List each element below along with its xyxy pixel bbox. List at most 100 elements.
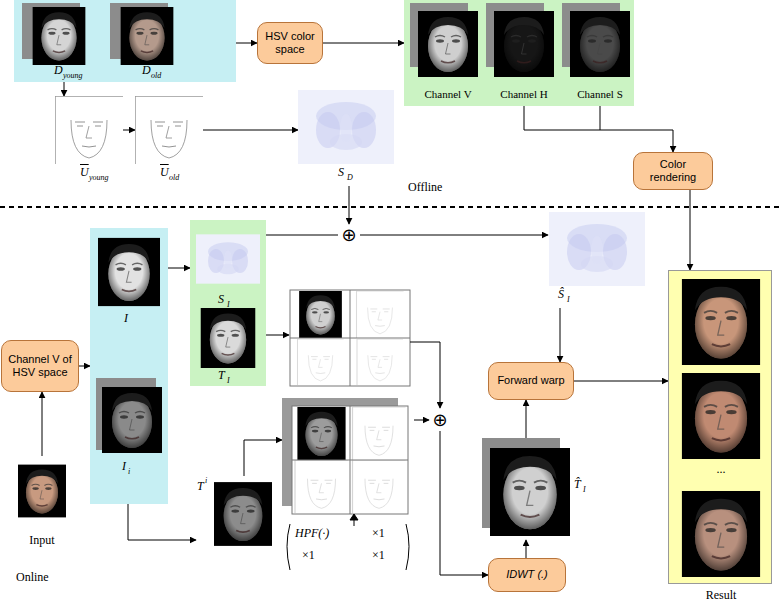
wavelet-grid	[290, 290, 410, 386]
face-image	[18, 465, 66, 518]
flow-arrow	[600, 106, 673, 152]
subscript-label: I	[583, 485, 586, 494]
grid-mark	[287, 524, 290, 570]
shape-image-picture	[298, 90, 394, 186]
shape-image-picture	[135, 96, 203, 186]
subscript-label: old	[169, 173, 179, 182]
flow-line	[266, 335, 289, 336]
process-box: Forward warp	[488, 362, 574, 400]
image-panel: SITI	[190, 220, 266, 386]
flow-arrow	[79, 366, 90, 367]
flow-arrow	[440, 431, 488, 575]
section-label: Offline	[408, 180, 442, 195]
sketch-image	[295, 460, 348, 513]
wavelet-grid-picture	[282, 398, 414, 574]
image-panel: DyoungDold	[14, 0, 236, 82]
flow-arrow	[349, 186, 350, 224]
shape-image: Uyoung	[55, 96, 123, 186]
face-image	[98, 238, 160, 306]
image-label: Result	[706, 589, 737, 603]
face-image	[33, 7, 86, 65]
sketch-image	[353, 407, 406, 460]
image-label: U	[80, 166, 89, 180]
face-image	[570, 11, 630, 77]
blob-image	[298, 90, 394, 164]
grid-mark	[292, 406, 408, 514]
result-panel-picture	[669, 271, 771, 583]
merge-line	[524, 106, 600, 130]
image-label: Input	[29, 534, 54, 548]
texture-image-picture	[196, 476, 274, 552]
result-panel: ...Result	[668, 270, 772, 584]
image-panel-picture	[90, 228, 168, 504]
flow-arrow	[168, 268, 190, 269]
image-label: S	[338, 166, 344, 180]
subscript-label: i	[205, 476, 207, 485]
image-label: D	[142, 64, 151, 78]
image-label: T̂	[574, 478, 581, 492]
image-panel: Channel VChannel HChannel S	[404, 0, 634, 106]
image-label: D	[54, 64, 63, 78]
face-image	[494, 11, 554, 77]
grid-mark	[406, 524, 409, 570]
image-label: I	[122, 460, 126, 474]
flow-arrow	[128, 504, 196, 540]
face-image	[682, 491, 760, 577]
subscript-label: I	[227, 300, 230, 309]
subscript-label: D	[347, 173, 353, 182]
grid-mark	[350, 514, 358, 520]
shape-image-picture	[55, 96, 123, 186]
texture-image: Ti	[196, 476, 274, 552]
flow-arrow	[526, 540, 527, 558]
flow-arrow	[123, 130, 135, 131]
box-label: HSV color space	[263, 30, 317, 56]
subscript-label: I	[227, 376, 230, 385]
flow-arrow	[323, 43, 404, 44]
box-label: IDWT (.)	[506, 568, 548, 581]
sketch-image	[55, 96, 123, 164]
flow-arrow	[526, 400, 527, 438]
sum-symbol: ⊕	[341, 226, 356, 244]
image-label: ...	[717, 463, 726, 477]
face-image	[121, 7, 174, 65]
image-label: U	[160, 166, 169, 180]
blob-image	[196, 234, 260, 283]
image-backing	[292, 406, 408, 514]
sum-circle: ⊕	[429, 409, 451, 431]
flow-arrow	[244, 440, 282, 476]
box-label: Color rendering	[639, 158, 707, 184]
subscript-label: old	[151, 71, 161, 80]
shape-image: ŜI	[548, 212, 646, 308]
image-label: T	[218, 369, 225, 383]
process-box: Color rendering	[633, 152, 713, 190]
image-label: Channel H	[500, 88, 547, 101]
face-image	[102, 387, 162, 453]
sum-symbol: ⊕	[432, 411, 447, 429]
sum-circle: ⊕	[338, 224, 360, 246]
flow-arrow	[42, 392, 43, 456]
flow-arrow	[360, 235, 548, 236]
image-label: ×1	[302, 549, 315, 563]
blob-image	[549, 212, 645, 286]
face-image	[682, 279, 760, 365]
wavelet-grid: HPF(·) ×1 ×1 ×1	[282, 398, 414, 574]
flow-arrow	[690, 190, 691, 270]
image-label: HPF(·)	[295, 527, 329, 541]
section-label: Online	[16, 570, 49, 585]
subscript-label: i	[128, 467, 130, 476]
image-label: ×1	[372, 527, 385, 541]
image-label: S	[218, 293, 224, 307]
image-label: T	[197, 480, 204, 494]
image-label: ×1	[372, 549, 385, 563]
shape-image: SD	[298, 90, 394, 186]
face-image	[297, 407, 345, 460]
flow-arrow	[414, 420, 429, 421]
process-box: HSV color space	[257, 22, 323, 64]
reconstructed-image: T̂I	[482, 438, 594, 540]
face-image	[201, 308, 256, 368]
face-image	[418, 11, 478, 77]
flow-arrow	[574, 381, 668, 382]
image-label: I	[124, 312, 128, 326]
image-panel-picture	[14, 0, 236, 82]
face-image	[214, 482, 272, 546]
